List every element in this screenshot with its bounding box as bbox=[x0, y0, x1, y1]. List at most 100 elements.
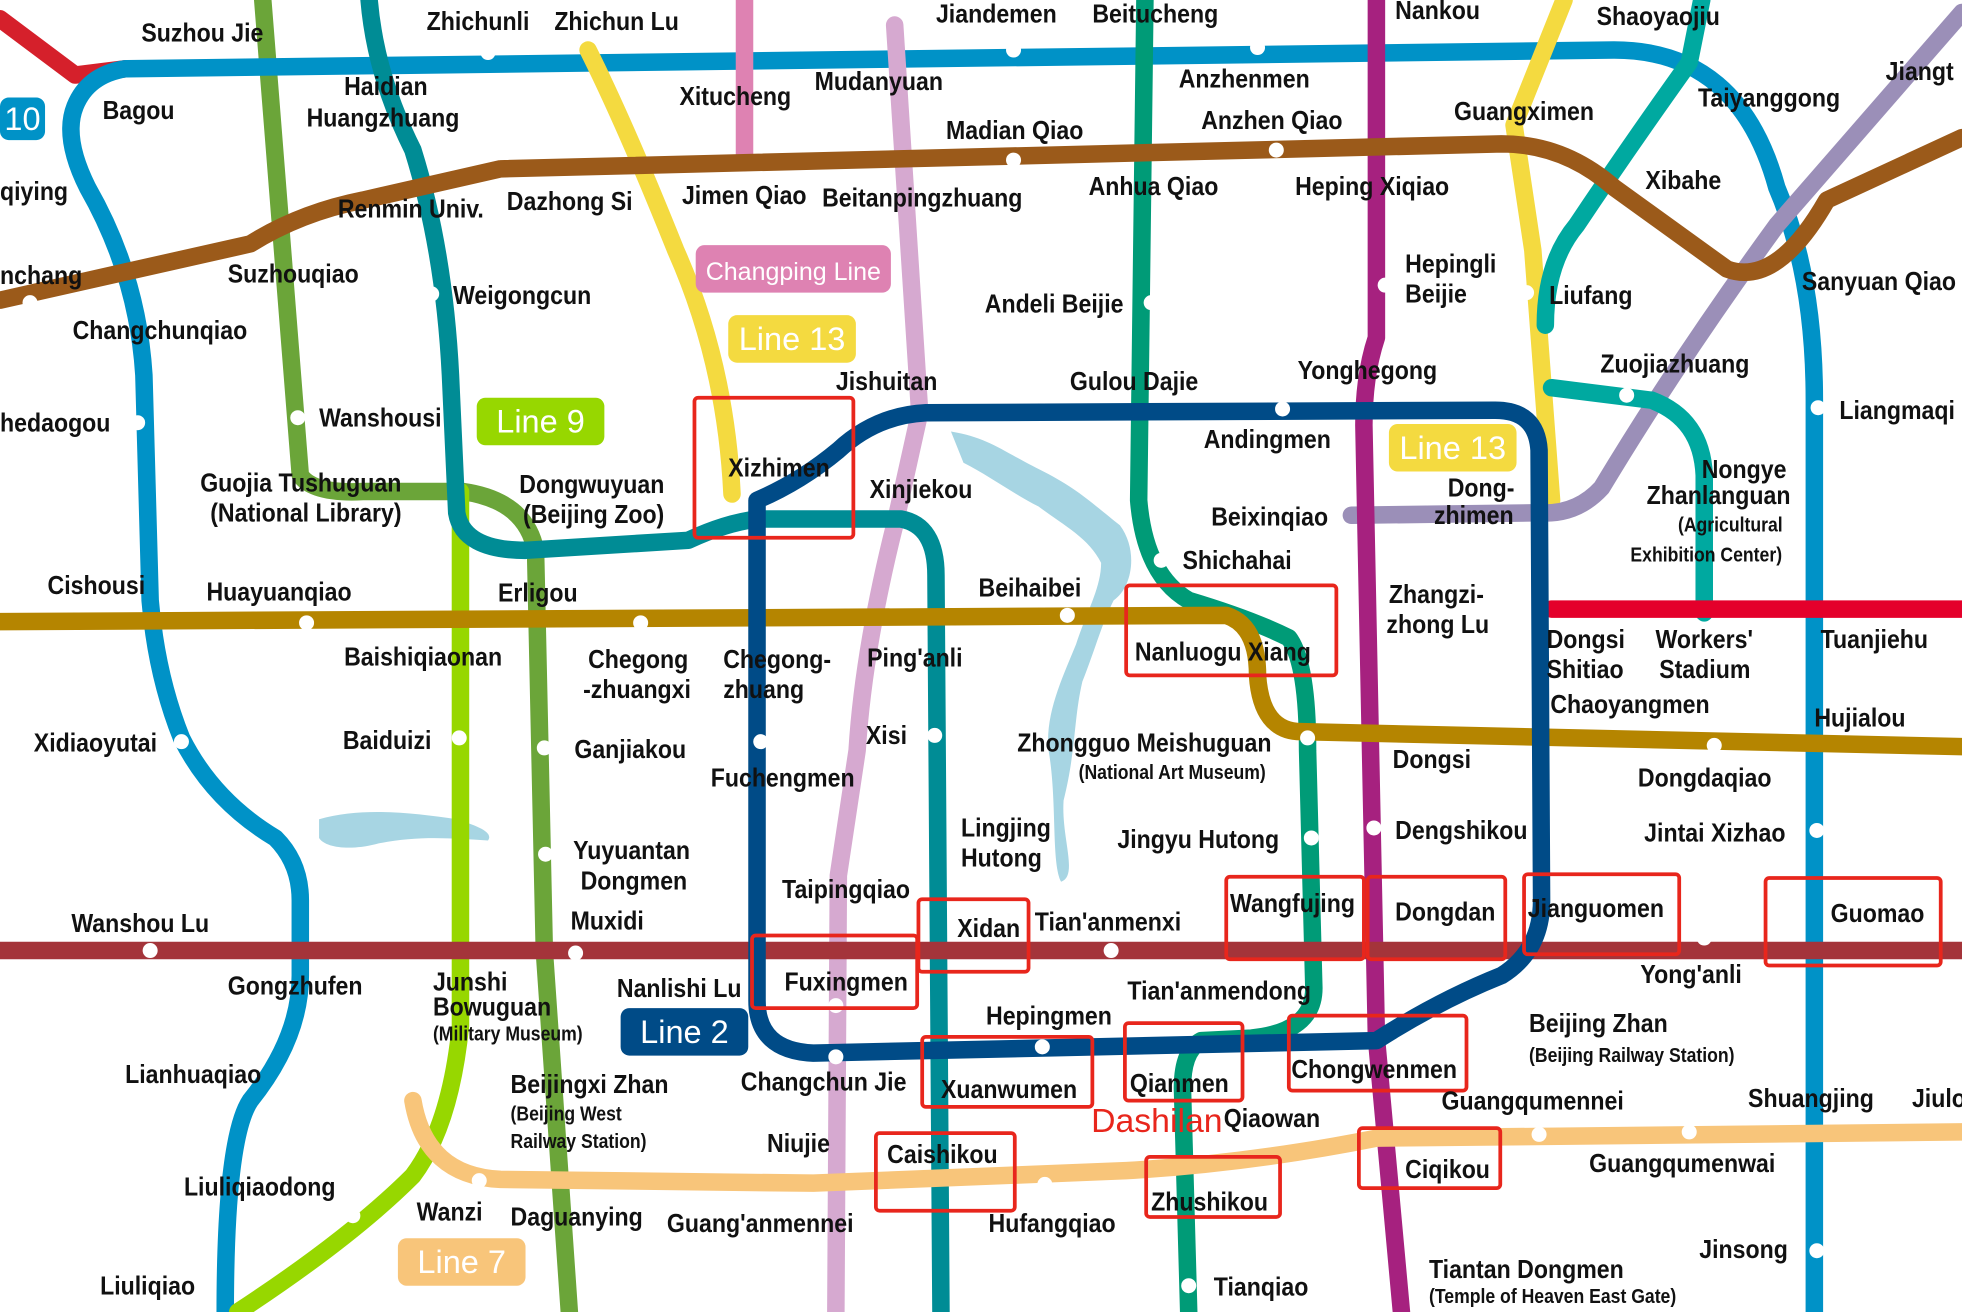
station-label[interactable]: Jiandemen bbox=[936, 0, 1057, 29]
station-label[interactable]: zhuang bbox=[723, 676, 804, 705]
station-dot[interactable] bbox=[1531, 1126, 1547, 1142]
station-label[interactable]: Huangzhuang bbox=[307, 104, 460, 133]
station-label[interactable]: Xitucheng bbox=[679, 83, 791, 112]
station-dot[interactable] bbox=[1809, 1243, 1825, 1259]
station-label[interactable]: Baiduizi bbox=[343, 727, 432, 756]
station-label[interactable]: Beijingxi Zhan bbox=[511, 1071, 669, 1100]
station-dot[interactable] bbox=[292, 1068, 308, 1084]
station-label[interactable]: Sanyuan Qiao bbox=[1802, 268, 1956, 297]
station-dot[interactable] bbox=[1810, 400, 1826, 416]
station-label[interactable]: Nanluogu Xiang bbox=[1135, 638, 1311, 667]
station-label[interactable]: Dongsi bbox=[1547, 626, 1625, 655]
station-label[interactable]: Xinjiekou bbox=[870, 475, 973, 504]
station-label[interactable]: Dazhong Si bbox=[507, 188, 633, 217]
station-label[interactable]: zhimen bbox=[1434, 502, 1514, 531]
station-label[interactable]: Wanzi bbox=[417, 1198, 483, 1227]
station-label[interactable]: Mudanyuan bbox=[815, 68, 943, 97]
station-label[interactable]: Beixinqiao bbox=[1211, 503, 1328, 532]
station-dot[interactable] bbox=[1681, 1124, 1697, 1140]
station-label[interactable]: nchang bbox=[0, 262, 82, 291]
station-label[interactable]: Dongwuyuan bbox=[519, 470, 664, 499]
station-label[interactable]: Muxidi bbox=[571, 907, 644, 936]
station-dot[interactable] bbox=[451, 730, 467, 746]
station-label[interactable]: Stadium bbox=[1659, 656, 1750, 685]
station-dot[interactable] bbox=[290, 410, 306, 426]
station-label[interactable]: Weigongcun bbox=[453, 282, 591, 311]
station-label[interactable]: Cishousi bbox=[48, 572, 146, 601]
station-label[interactable]: hedaogou bbox=[0, 409, 110, 438]
station-label[interactable]: Zhanlanguan bbox=[1647, 482, 1791, 511]
station-label[interactable]: Dong- bbox=[1448, 474, 1515, 503]
station-label[interactable]: Wanshousi bbox=[319, 404, 441, 433]
station-label[interactable]: Anhua Qiao bbox=[1089, 173, 1219, 202]
station-dot[interactable] bbox=[927, 727, 943, 743]
station-label[interactable]: Dongdaqiao bbox=[1638, 764, 1772, 793]
station-label[interactable]: Bowuguan bbox=[433, 993, 551, 1022]
station-label[interactable]: Caishikou bbox=[887, 1141, 997, 1170]
station-dot[interactable] bbox=[1519, 285, 1535, 301]
station-label[interactable]: Yonghegong bbox=[1298, 357, 1438, 386]
station-dot[interactable] bbox=[1303, 830, 1319, 846]
station-label[interactable]: Xuanwumen bbox=[941, 1076, 1077, 1105]
station-label[interactable]: Heping Xiqiao bbox=[1295, 173, 1449, 202]
station-label[interactable]: Guojia Tushuguan bbox=[200, 469, 401, 498]
station-dot[interactable] bbox=[538, 846, 554, 862]
station-dot[interactable] bbox=[1366, 820, 1382, 836]
station-label[interactable]: Yuyuantan bbox=[573, 837, 690, 866]
station-dot[interactable] bbox=[633, 615, 649, 631]
station-label[interactable]: Hutong bbox=[961, 844, 1042, 873]
station-dot[interactable] bbox=[1103, 943, 1119, 959]
station-label[interactable]: Chegong bbox=[588, 646, 688, 675]
station-label[interactable]: Haidian bbox=[344, 73, 427, 102]
station-label[interactable]: Hepingli bbox=[1405, 250, 1496, 279]
station-label[interactable]: Wanshou Lu bbox=[71, 909, 209, 938]
station-label[interactable]: Zhichun Lu bbox=[554, 8, 679, 37]
station-label[interactable]: Guangqumenwai bbox=[1589, 1150, 1775, 1179]
station-label[interactable]: Dongsi bbox=[1393, 746, 1471, 775]
station-dot[interactable] bbox=[1250, 40, 1266, 56]
station-label[interactable]: Suzhouqiao bbox=[228, 260, 359, 289]
station-dot[interactable] bbox=[1181, 1278, 1197, 1294]
station-label[interactable]: Anzhen Qiao bbox=[1201, 107, 1342, 136]
station-label[interactable]: Zhichunli bbox=[427, 8, 530, 37]
station-dot[interactable] bbox=[22, 295, 38, 311]
station-dot[interactable] bbox=[142, 943, 158, 959]
station-label[interactable]: Jintai Xizhao bbox=[1644, 819, 1785, 848]
station-label[interactable]: (National Library) bbox=[210, 499, 401, 528]
station-dot[interactable] bbox=[1153, 552, 1169, 568]
station-label[interactable]: Bagou bbox=[103, 97, 175, 126]
station-label[interactable]: Beijie bbox=[1405, 280, 1467, 309]
station-label[interactable]: Xisi bbox=[866, 722, 907, 751]
station-label[interactable]: Guangqumennei bbox=[1441, 1087, 1623, 1116]
station-label[interactable]: Daguanying bbox=[511, 1203, 643, 1232]
station-label[interactable]: Madian Qiao bbox=[946, 117, 1083, 146]
station-label[interactable]: Zhongguo Meishuguan bbox=[1017, 729, 1271, 758]
station-label[interactable]: Tian'anmendong bbox=[1127, 977, 1311, 1006]
station-label[interactable]: Lingjing bbox=[961, 814, 1051, 843]
station-dot[interactable] bbox=[1037, 1176, 1053, 1192]
station-label[interactable]: Beitanpingzhuang bbox=[822, 184, 1022, 213]
station-dot[interactable] bbox=[1275, 401, 1291, 417]
station-dot[interactable] bbox=[828, 1049, 844, 1065]
station-label[interactable]: Beitucheng bbox=[1092, 0, 1218, 29]
station-label[interactable]: qiying bbox=[0, 178, 68, 207]
station-label[interactable]: (Beijing Zoo) bbox=[523, 501, 664, 530]
station-label[interactable]: Chegong- bbox=[723, 646, 831, 675]
station-label[interactable]: Yong'anli bbox=[1640, 961, 1741, 990]
station-dot[interactable] bbox=[1696, 930, 1712, 946]
station-label[interactable]: Xidiaoyutai bbox=[34, 729, 157, 758]
station-dot[interactable] bbox=[568, 945, 584, 961]
station-dot[interactable] bbox=[424, 286, 440, 302]
station-label[interactable]: Ciqikou bbox=[1405, 1156, 1490, 1185]
station-label[interactable]: Ganjiakou bbox=[574, 736, 686, 765]
station-label[interactable]: zhong Lu bbox=[1386, 611, 1489, 640]
station-dot[interactable] bbox=[1706, 737, 1722, 753]
station-label[interactable]: Tianqiao bbox=[1214, 1273, 1309, 1302]
station-label[interactable]: Gulou Dajie bbox=[1070, 368, 1198, 397]
station-label[interactable]: Hepingmen bbox=[986, 1002, 1112, 1031]
station-dot[interactable] bbox=[1059, 607, 1075, 623]
station-label[interactable]: Taipingqiao bbox=[782, 876, 910, 905]
station-label[interactable]: Andingmen bbox=[1204, 425, 1331, 454]
station-label[interactable]: Nanlishi Lu bbox=[617, 975, 742, 1004]
station-label[interactable]: Zuojiazhuang bbox=[1600, 350, 1749, 379]
